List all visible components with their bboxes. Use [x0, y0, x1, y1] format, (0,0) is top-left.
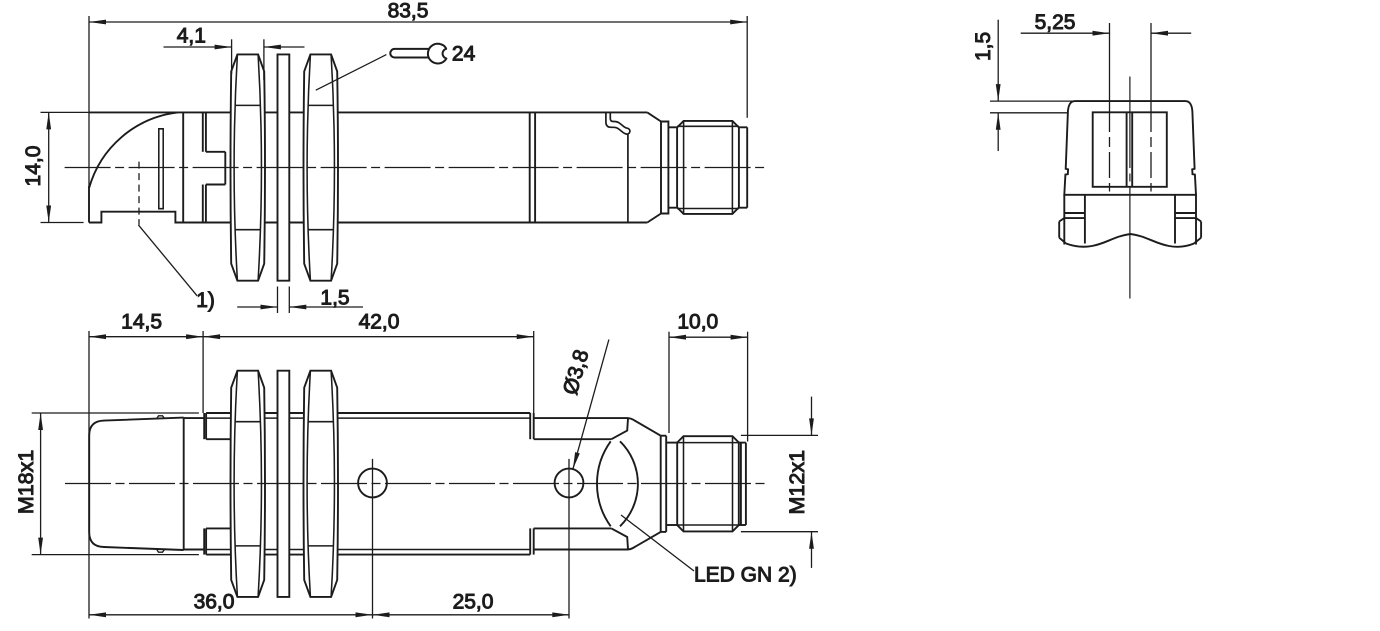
svg-text:5,25: 5,25 — [1035, 11, 1076, 34]
svg-text:14,5: 14,5 — [121, 311, 162, 334]
svg-text:M18x1: M18x1 — [14, 450, 38, 515]
svg-text:LED GN 2): LED GN 2) — [694, 564, 797, 587]
svg-text:42,0: 42,0 — [359, 311, 400, 334]
svg-text:M12x1: M12x1 — [785, 450, 809, 515]
svg-text:25,0: 25,0 — [453, 591, 494, 614]
svg-text:4,1: 4,1 — [177, 25, 206, 48]
svg-text:1,5: 1,5 — [320, 287, 349, 310]
svg-text:24: 24 — [452, 43, 476, 66]
svg-text:1): 1) — [196, 289, 215, 312]
svg-text:14,0: 14,0 — [22, 146, 45, 187]
svg-text:10,0: 10,0 — [677, 311, 718, 334]
svg-text:1,5: 1,5 — [972, 32, 995, 61]
svg-text:83,5: 83,5 — [388, 0, 429, 23]
svg-text:Ø3,8: Ø3,8 — [559, 347, 594, 397]
svg-text:36,0: 36,0 — [194, 591, 235, 614]
